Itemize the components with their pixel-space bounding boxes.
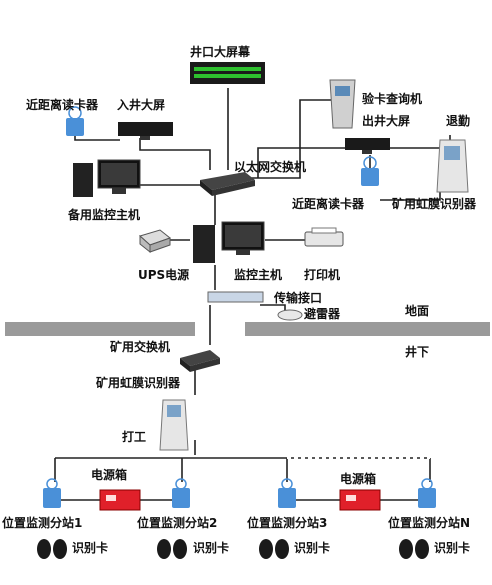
label-mine-iris: 矿用虹膜识别器 xyxy=(96,376,181,390)
near-reader-top-left xyxy=(66,106,84,136)
label-card-query: 验卡查询机 xyxy=(362,92,423,106)
label-station-n: 位置监测分站N xyxy=(388,516,471,530)
label-transfer-port: 传输接口 xyxy=(274,291,323,305)
near-reader-right xyxy=(361,156,379,186)
shaft-led-screen xyxy=(190,62,265,84)
label-station-2: 位置监测分站2 xyxy=(137,516,218,530)
label-station-3: 位置监测分站3 xyxy=(247,516,328,530)
mine-switch xyxy=(180,350,220,372)
label-attendance: 退勤 xyxy=(446,114,471,128)
label-reader-near-right: 近距离读卡器 xyxy=(292,197,365,211)
station-reader-2 xyxy=(172,478,190,508)
id-card-group-4 xyxy=(399,539,429,559)
ground-divider-left xyxy=(5,322,195,336)
label-iris-right: 矿用虹膜识别器 xyxy=(392,197,477,211)
monitor-host-computer xyxy=(193,221,265,263)
label-worker: 打工 xyxy=(122,430,147,444)
station-reader-3 xyxy=(278,478,296,508)
label-mine-switch: 矿用交换机 xyxy=(110,340,171,354)
id-card-group-1 xyxy=(37,539,67,559)
label-power-box-2: 电源箱 xyxy=(340,472,377,486)
label-card-2: 识别卡 xyxy=(193,541,230,555)
ground-divider-right xyxy=(245,322,490,336)
enter-screen-display xyxy=(118,122,173,140)
label-ups: UPS电源 xyxy=(138,268,190,282)
label-shaft-screen: 井口大屏幕 xyxy=(190,45,251,59)
id-card-group-3 xyxy=(259,539,289,559)
label-lightning: 避雷器 xyxy=(304,307,341,321)
attendance-kiosk xyxy=(436,139,469,193)
power-box-2 xyxy=(339,489,381,511)
label-card-1: 识别卡 xyxy=(72,541,109,555)
id-card-group-2 xyxy=(157,539,187,559)
transfer-port-device xyxy=(207,291,264,303)
ups-unit xyxy=(139,229,172,254)
card-query-kiosk xyxy=(329,79,356,129)
station-reader-1 xyxy=(43,478,61,508)
label-station-1: 位置监测分站1 xyxy=(2,516,83,530)
label-enter-screen: 入井大屏 xyxy=(117,98,166,112)
station-reader-n xyxy=(418,478,436,508)
label-exit-screen: 出井大屏 xyxy=(362,114,411,128)
label-reader-near-top: 近距离读卡器 xyxy=(26,98,99,112)
label-power-box-1: 电源箱 xyxy=(91,468,128,482)
label-ground: 地面 xyxy=(405,304,430,318)
backup-host-computer xyxy=(73,159,141,197)
lightning-arrester xyxy=(277,309,303,321)
power-box-1 xyxy=(99,489,141,511)
label-underground: 井下 xyxy=(405,345,430,359)
label-monitor-host: 监控主机 xyxy=(234,268,283,282)
label-card-3: 识别卡 xyxy=(294,541,331,555)
printer-device xyxy=(304,227,344,247)
exit-screen-display xyxy=(345,138,390,154)
ethernet-switch xyxy=(200,172,255,196)
label-backup-host: 备用监控主机 xyxy=(68,208,141,222)
mine-iris-kiosk xyxy=(159,399,189,451)
label-printer: 打印机 xyxy=(304,268,341,282)
label-card-4: 识别卡 xyxy=(434,541,471,555)
label-ethernet-switch: 以太网交换机 xyxy=(234,160,307,174)
connection-lines xyxy=(54,88,451,501)
